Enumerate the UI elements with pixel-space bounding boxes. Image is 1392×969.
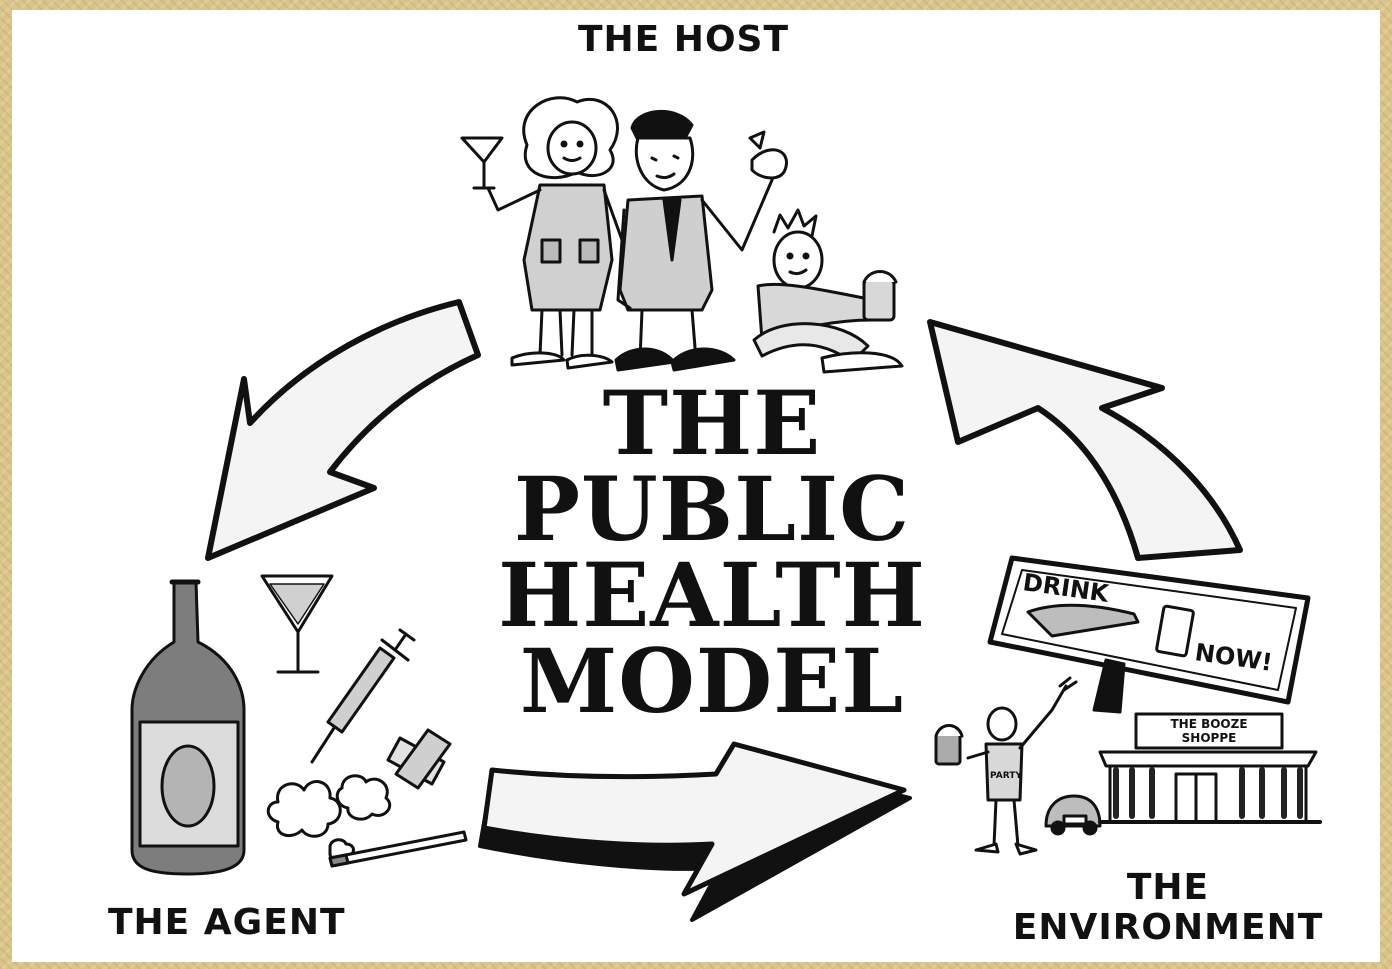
- car: [1044, 794, 1102, 836]
- title-line-4: MODEL: [519, 629, 905, 733]
- title-line-1: THE: [602, 371, 822, 475]
- man-figure: [614, 110, 788, 372]
- environment-label-line1: THE: [1126, 867, 1210, 908]
- bandage: [386, 728, 452, 790]
- title-line-2: PUBLIC: [513, 457, 911, 561]
- shop-sign-line1: THE BOOZE: [1170, 717, 1247, 731]
- billboard: [987, 555, 1311, 714]
- arrow-agent-to-environment: [478, 741, 912, 922]
- environment-illustration: DRINK NOW! PARTY: [934, 555, 1322, 856]
- woman-figure: [460, 96, 624, 370]
- smoke-clouds: [266, 774, 392, 862]
- agent-label: THE AGENT: [108, 902, 346, 943]
- boy-figure: [752, 208, 904, 374]
- shirt-text: PARTY: [990, 771, 1022, 781]
- environment-label-line2: ENVIRONMENT: [1012, 906, 1324, 948]
- diagram-artwork: DRINK NOW! PARTY: [130, 96, 1322, 922]
- agent-illustration: [130, 574, 468, 876]
- syringe: [310, 628, 416, 764]
- cocktail-glass: [260, 574, 334, 674]
- diagram-title: THE PUBLIC HEALTH MODEL: [432, 371, 992, 733]
- arrow-environment-to-host: [927, 319, 1243, 561]
- booze-shop: [1098, 712, 1322, 824]
- arrow-host-to-agent: [205, 299, 481, 561]
- host-label: THE HOST: [578, 19, 790, 60]
- host-people-illustration: [460, 96, 904, 374]
- bottle: [130, 579, 246, 876]
- party-man: [934, 676, 1078, 856]
- cigarette: [328, 830, 468, 868]
- title-line-3: HEALTH: [498, 543, 926, 647]
- environment-label: THE ENVIRONMENT: [978, 868, 1358, 947]
- diagram-panel: DRINK NOW! PARTY: [12, 10, 1380, 962]
- shop-sign-line2: SHOPPE: [1182, 731, 1237, 745]
